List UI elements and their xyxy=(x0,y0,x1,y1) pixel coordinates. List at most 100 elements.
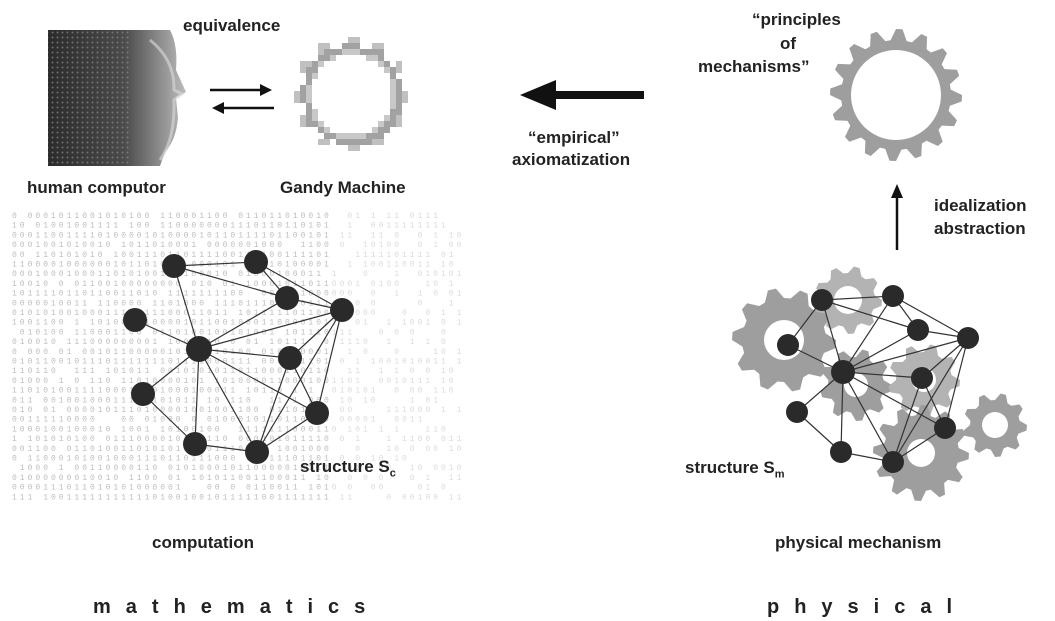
binary-digit: 0 xyxy=(51,493,56,502)
binary-digit: 1 xyxy=(293,212,298,221)
binary-digit: 1 xyxy=(308,435,313,444)
binary-digit: 1 xyxy=(82,484,87,493)
binary-digit: 0 xyxy=(324,396,329,405)
binary-digit: 1 xyxy=(425,474,430,483)
binary-digit: 0 xyxy=(215,241,220,250)
binary-digit: 0 xyxy=(394,280,399,289)
binary-digit: 0 xyxy=(168,358,173,367)
binary-digit: 1 xyxy=(152,299,157,308)
gear-pixel xyxy=(354,43,360,49)
binary-digit: 0 xyxy=(191,377,196,386)
binary-digit: 0 xyxy=(191,222,196,231)
of-label: of xyxy=(780,34,797,53)
binary-digit: 1 xyxy=(293,338,298,347)
binary-digit: 1 xyxy=(74,328,79,337)
binary-digit: 1 xyxy=(277,493,282,502)
binary-digit: 0 xyxy=(230,338,235,347)
binary-digit: 0 xyxy=(20,484,25,493)
binary-digit: 1 xyxy=(90,387,95,396)
gear-pixel xyxy=(348,139,354,145)
gear-pixel xyxy=(318,121,324,127)
binary-digit: 0 xyxy=(74,464,79,473)
binary-digit: 1 xyxy=(301,280,306,289)
binary-digit: 1 xyxy=(308,484,313,493)
graph-edge xyxy=(256,309,343,453)
binary-digit: 0 xyxy=(207,464,212,473)
binary-digit: 0 xyxy=(246,338,251,347)
binary-digit: 1 xyxy=(308,231,313,240)
binary-digit: 1 xyxy=(20,377,25,386)
binary-digit: 0 xyxy=(137,328,142,337)
binary-digit: 0 xyxy=(254,464,259,473)
binary-digit: 1 xyxy=(246,328,251,337)
binary-digit: 0 xyxy=(12,241,17,250)
binary-digit: 0 xyxy=(402,261,407,270)
binary-digit: 1 xyxy=(238,251,243,260)
binary-digit: 1 xyxy=(425,377,430,386)
binary-digit: 0 xyxy=(230,416,235,425)
binary-digit: 1 xyxy=(324,493,329,502)
binary-digit: 1 xyxy=(35,280,40,289)
binary-digit: 0 xyxy=(269,474,274,483)
binary-digit: 0 xyxy=(90,241,95,250)
binary-digit: 0 xyxy=(308,280,313,289)
binary-digit: 1 xyxy=(246,358,251,367)
binary-digit: 0 xyxy=(215,493,220,502)
binary-digit: 0 xyxy=(20,241,25,250)
binary-digit: 1 xyxy=(12,493,17,502)
binary-digit: 1 xyxy=(379,367,384,376)
binary-digit: 1 xyxy=(379,280,384,289)
binary-digit: 0 xyxy=(176,387,181,396)
binary-digit: 0 xyxy=(379,484,384,493)
binary-digit: 1 xyxy=(51,299,56,308)
binary-digit: 0 xyxy=(269,280,274,289)
binary-digit: 1 xyxy=(230,280,235,289)
gear-pixel xyxy=(354,37,360,43)
binary-digit: 0 xyxy=(262,464,267,473)
graph-node xyxy=(907,319,929,341)
binary-digit: 0 xyxy=(137,484,142,493)
binary-digit: 1 xyxy=(207,367,212,376)
binary-digit: 1 xyxy=(269,328,274,337)
binary-digit: 1 xyxy=(285,406,290,415)
binary-digit: 0 xyxy=(269,241,274,250)
graph-edge xyxy=(892,337,969,463)
binary-digit: 0 xyxy=(324,435,329,444)
binary-digit: 1 xyxy=(82,231,87,240)
binary-digit: 1 xyxy=(168,455,173,464)
binary-digit: 1 xyxy=(106,493,111,502)
gear-pixel xyxy=(306,73,312,79)
gear-pixel xyxy=(366,133,372,139)
gear-pixel xyxy=(336,133,342,139)
binary-digit: 1 xyxy=(74,231,79,240)
gear-pixel xyxy=(354,139,360,145)
binary-digit: 1 xyxy=(308,328,313,337)
binary-digit: 0 xyxy=(12,270,17,279)
binary-digit: 1 xyxy=(433,358,438,367)
binary-digit: 0 xyxy=(20,251,25,260)
binary-digit: 1 xyxy=(269,425,274,434)
binary-digit: 1 xyxy=(121,290,126,299)
binary-digit: 0 xyxy=(82,222,87,231)
binary-digit: 0 xyxy=(262,212,267,221)
binary-digit: 0 xyxy=(106,212,111,221)
binary-digit: 0 xyxy=(238,377,243,386)
binary-digit: 1 xyxy=(67,270,72,279)
binary-digit: 0 xyxy=(59,290,64,299)
binary-digit: 0 xyxy=(246,484,251,493)
binary-digit: 0 xyxy=(12,338,17,347)
binary-digit: 1 xyxy=(223,309,228,318)
binary-digit: 1 xyxy=(418,377,423,386)
binary-digit: 1 xyxy=(20,474,25,483)
gear-pixel xyxy=(390,121,396,127)
binary-digit: 0 xyxy=(28,212,33,221)
binary-digit: 0 xyxy=(223,280,228,289)
binary-digit: 1 xyxy=(347,328,352,337)
binary-digit: 0 xyxy=(113,319,118,328)
principles-gear-icon xyxy=(830,29,962,161)
binary-digit: 1 xyxy=(316,299,321,308)
binary-digit: 1 xyxy=(191,367,196,376)
binary-digit: 0 xyxy=(121,231,126,240)
binary-digit: 1 xyxy=(129,222,134,231)
binary-digit: 0 xyxy=(402,377,407,386)
